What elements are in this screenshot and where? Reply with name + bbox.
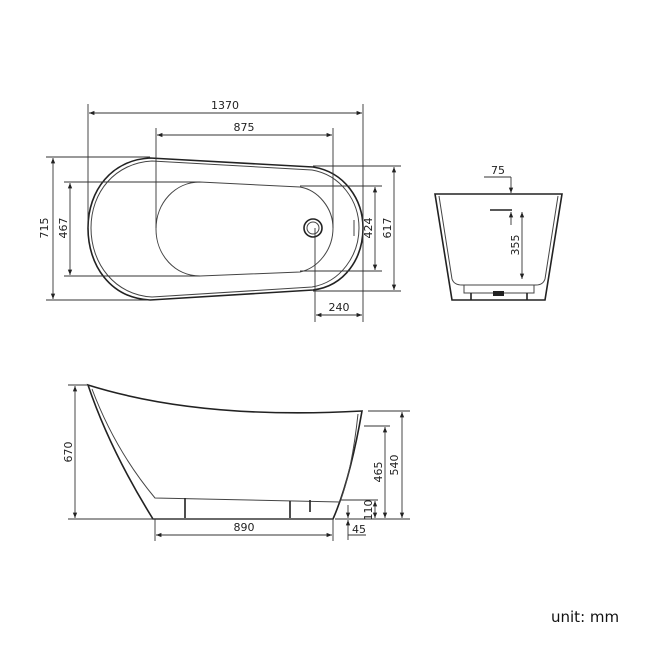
dim-467: 467 bbox=[57, 218, 70, 239]
end-view: 75 355 bbox=[434, 164, 563, 301]
dim-110: 110 bbox=[362, 500, 375, 521]
dim-424: 424 bbox=[362, 218, 375, 239]
dim-355: 355 bbox=[509, 235, 522, 256]
dim-240: 240 bbox=[329, 301, 350, 314]
dim-715: 715 bbox=[38, 218, 51, 239]
dim-670: 670 bbox=[62, 442, 75, 463]
tub-outline-side bbox=[86, 383, 363, 520]
dim-45: 45 bbox=[352, 523, 366, 536]
basin-outline bbox=[155, 181, 334, 277]
top-view: 1370 875 715 467 424 617 240 bbox=[38, 99, 401, 322]
dim-875: 875 bbox=[234, 121, 255, 134]
drain-icon bbox=[303, 218, 323, 238]
tub-outline-end bbox=[434, 193, 563, 301]
side-view: 670 890 540 465 110 45 bbox=[62, 383, 410, 541]
dim-465: 465 bbox=[372, 462, 385, 483]
dim-75: 75 bbox=[491, 164, 505, 177]
dim-1370: 1370 bbox=[211, 99, 239, 112]
dim-890: 890 bbox=[234, 521, 255, 534]
dim-617: 617 bbox=[381, 218, 394, 239]
unit-label: unit: mm bbox=[551, 608, 620, 626]
dim-540: 540 bbox=[388, 455, 401, 476]
